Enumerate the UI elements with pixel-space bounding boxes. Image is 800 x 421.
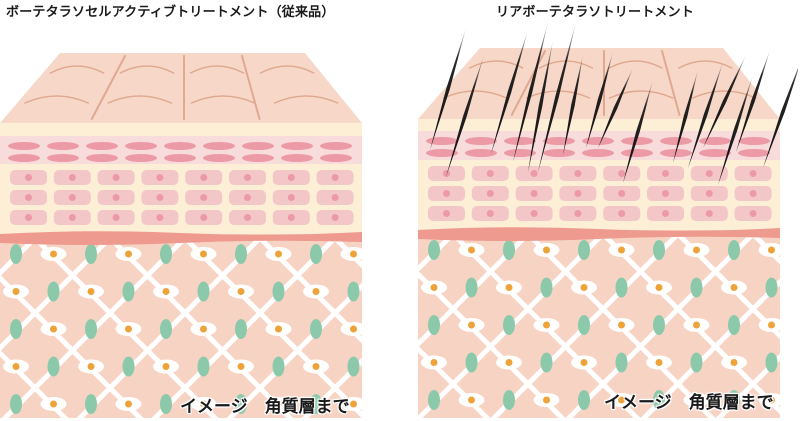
hair-strand: [673, 70, 698, 163]
corneocyte-ellipses: [426, 137, 770, 157]
left-skin-diagram: イメージ 角質層まで: [0, 0, 380, 421]
hair-strand: [538, 22, 576, 172]
hair-strand: [430, 28, 466, 150]
hair-strand: [563, 55, 583, 155]
skin-cross-section-left: [0, 53, 362, 418]
dermis-lattice: [0, 238, 362, 418]
skin-surface: [418, 48, 780, 119]
basement-membrane: [418, 227, 780, 241]
left-panel-title: ボーテタラソセルアクティブトリートメント（従来品）: [6, 5, 335, 20]
right-caption: イメージ 角質層まで: [604, 393, 774, 413]
hair-strand: [763, 67, 798, 168]
skin-creases: [24, 65, 339, 104]
hair-strand: [446, 55, 484, 177]
hair-strand: [736, 50, 770, 152]
basement-membrane: [0, 231, 362, 245]
right-skin-diagram: イメージ 角質層まで: [418, 0, 798, 421]
skin-cross-section-right: [418, 22, 798, 418]
hair-strand: [586, 52, 613, 148]
hair-strand: [718, 75, 753, 185]
hair-strand: [598, 68, 633, 148]
hair-strands: [430, 22, 798, 185]
epidermal-cells: [10, 170, 354, 225]
skin-surface: [0, 53, 362, 123]
hair-strand: [528, 40, 553, 172]
hair-strand: [703, 55, 746, 148]
hair-strand: [491, 30, 528, 154]
hair-strand: [623, 80, 653, 183]
epidermal-cells: [428, 166, 772, 221]
corneocyte-ellipses: [8, 142, 352, 162]
right-panel-title: リアボーテタラソトリートメント: [496, 5, 695, 20]
hair-strand: [513, 22, 548, 162]
dermis-lattice: [418, 234, 780, 418]
left-caption: イメージ 角質層まで: [180, 397, 350, 417]
hair-strand: [688, 62, 723, 168]
skin-divisions: [90, 55, 261, 120]
